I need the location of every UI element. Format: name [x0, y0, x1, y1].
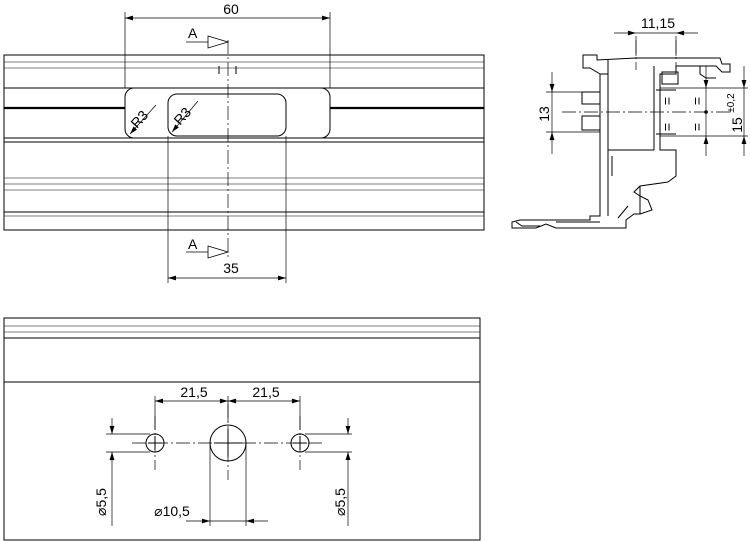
dia-left: ⌀5,5: [93, 488, 109, 516]
rail-outline-bottom: [3, 317, 481, 541]
dia-right: ⌀5,5: [332, 488, 348, 516]
equal-mark-1: =: [659, 97, 675, 105]
section-mark-bottom: A: [188, 236, 198, 252]
dim-15-tolerance: ±0,2: [726, 93, 737, 113]
outer-cutout: [124, 87, 331, 139]
profile-outline: [511, 54, 731, 229]
top-view: 60 A R3 R3 35 A: [3, 1, 485, 283]
dim-13: 13: [536, 106, 552, 122]
dim-21-5-left: 21,5: [180, 384, 207, 400]
dim-60: 60: [223, 1, 239, 17]
radius-label-right: R3: [170, 104, 194, 128]
equal-mark-2: =: [659, 123, 675, 131]
bottom-view: 21,5 21,5 ⌀5,5 ⌀5,5 ⌀10,5: [3, 317, 481, 541]
dim-21-5-right: 21,5: [252, 384, 279, 400]
hole-right: [290, 433, 310, 453]
dim-35: 35: [223, 260, 239, 276]
slot: [167, 93, 287, 137]
equal-mark-3: =: [689, 97, 705, 105]
dim-11-15: 11,15: [641, 15, 675, 31]
hole-left: [145, 433, 165, 453]
dim-15: 15: [729, 117, 745, 133]
profile-section: 11,15 13 15 ±0,2 = = = =: [511, 15, 748, 229]
dia-center: ⌀10,5: [154, 503, 190, 519]
equal-mark-4: =: [689, 123, 705, 131]
radius-label-left: R3: [127, 107, 151, 131]
section-mark-top: A: [188, 25, 198, 41]
